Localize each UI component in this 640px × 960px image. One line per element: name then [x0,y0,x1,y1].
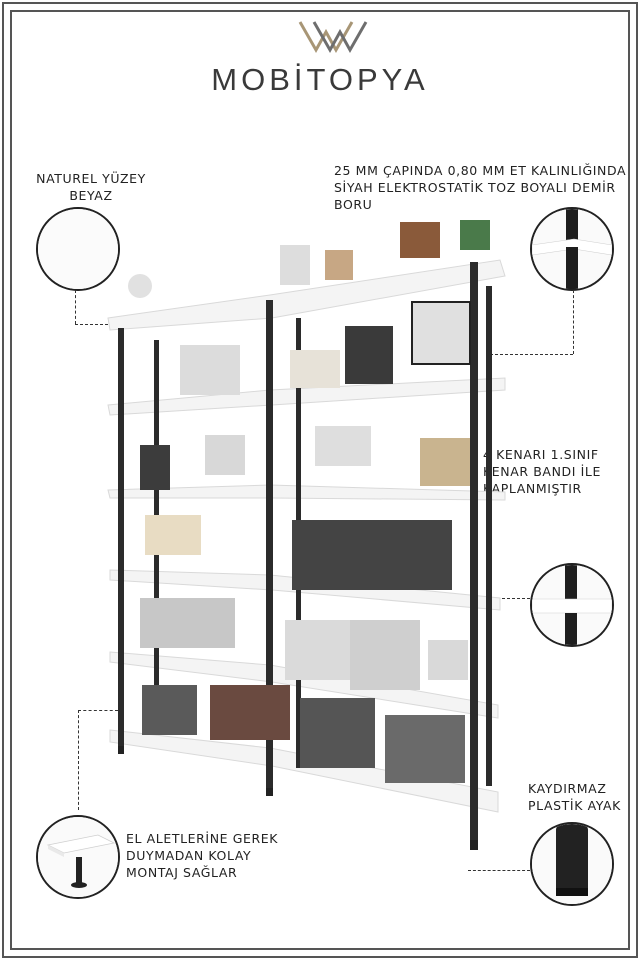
metal-pipe-detail-icon [532,209,612,289]
foot-label-line-2: PLASTİK AYAK [528,798,621,813]
surface-swatch-circle [36,207,120,291]
edge-band-detail-icon [532,565,612,645]
assembly-label-line-2: DUYMADAN KOLAY [126,848,252,863]
edge-band-callout-label: 4 KENARI 1.SINIF KENAR BANDI İLE KAPLANM… [483,446,623,497]
foot-connector [468,870,530,871]
screw-assembly-icon [38,817,118,897]
surface-connector-horizontal [75,324,113,325]
surface-callout-label: NATUREL YÜZEY BEYAZ [36,170,146,204]
inner-border [10,10,630,950]
brand-name: MOBİTOPYA [211,62,429,97]
assembly-connector-vertical [78,710,79,810]
assembly-connector-horizontal [78,710,118,711]
shelf-feet [118,746,478,850]
edge-band-detail-circle [530,563,614,647]
pipe-connector-vertical [573,290,574,354]
assembly-callout-label: EL ALETLERİNE GEREK DUYMADAN KOLAY MONTA… [126,830,286,881]
surface-connector-vertical [75,290,76,324]
surface-label-line-2: BEYAZ [69,188,113,203]
foot-detail-circle [530,822,614,906]
white-surface-swatch-icon [38,209,118,289]
pipe-label-line-1: 25 MM ÇAPINDA 0,80 MM ET KALINLIĞINDA [334,163,627,178]
foot-label-line-1: KAYDIRMAZ [528,781,607,796]
pipe-connector-horizontal [490,354,573,355]
plastic-foot-icon [532,824,612,904]
surface-label-line-1: NATUREL YÜZEY [36,171,146,186]
pipe-label-line-2: SİYAH ELEKTROSTATİK TOZ BOYALI DEMİR BOR… [334,180,616,212]
assembly-label-line-1: EL ALETLERİNE GEREK [126,831,279,846]
edge-band-label-line-1: 4 KENARI 1.SINIF [483,447,599,462]
foot-callout-label: KAYDIRMAZ PLASTİK AYAK [528,780,628,814]
brand-monogram-logo [298,21,368,54]
pipe-callout-label: 25 MM ÇAPINDA 0,80 MM ET KALINLIĞINDA Sİ… [334,162,634,213]
pipe-detail-circle [530,207,614,291]
edge-band-label-line-3: KAPLANMIŞTIR [483,481,582,496]
edge-band-label-line-2: KENAR BANDI İLE [483,464,601,479]
bookshelf-illustration [107,220,506,850]
shelf-decor [128,220,490,783]
assembly-label-line-3: MONTAJ SAĞLAR [126,865,238,880]
edge-band-connector [502,598,530,599]
assembly-detail-circle [36,815,120,899]
